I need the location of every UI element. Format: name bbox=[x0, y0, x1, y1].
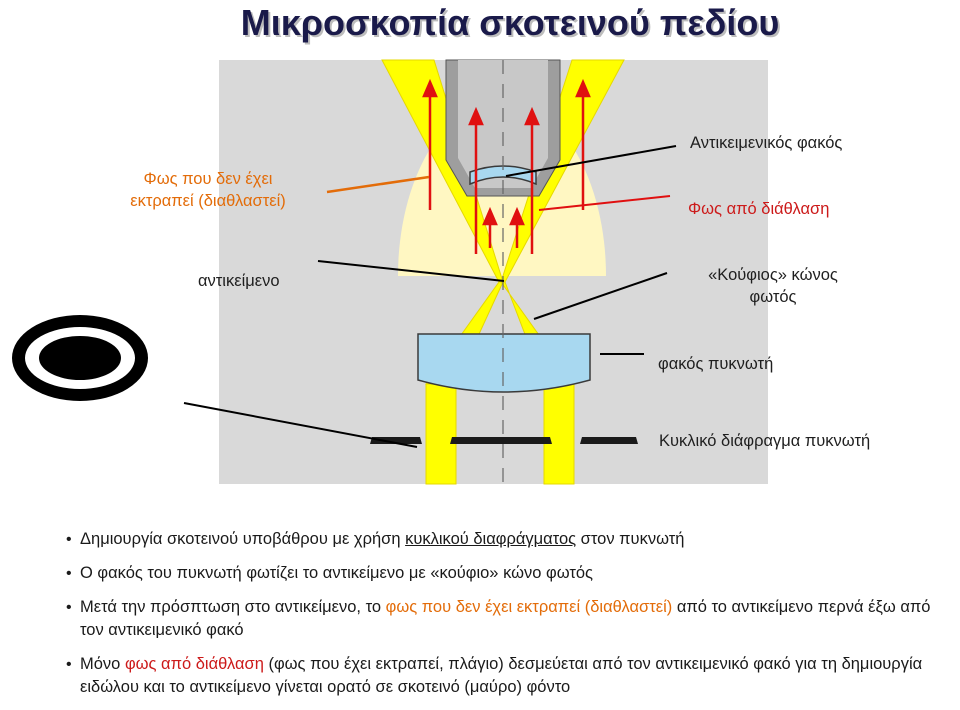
unscattered-light-arrows bbox=[422, 78, 591, 254]
leader-specimen bbox=[317, 260, 505, 282]
objective-lens bbox=[469, 165, 537, 186]
label-unscattered-light-line1: Φως που δεν έχει bbox=[143, 170, 273, 188]
label-condenser-lens: φακός πυκνωτή bbox=[658, 355, 774, 373]
label-hollow-cone-line1: «Κούφιος» κώνος bbox=[708, 266, 838, 284]
leader-objective bbox=[505, 145, 677, 177]
bullet-text-segment: Μετά την πρόσπτωση στο αντικείμενο, το bbox=[80, 598, 386, 616]
label-unscattered-light: Φως που δεν έχει εκτραπεί (διαθλαστεί) bbox=[103, 168, 313, 212]
bullet-text-segment: Ο φακός του πυκνωτή φωτίζει το αντικείμε… bbox=[80, 564, 594, 582]
bullet-text-segment: (φως που έχει εκτραπεί, πλάγιο) δεσμεύετ… bbox=[80, 655, 923, 696]
bullet-item: Μετά την πρόσπτωση στο αντικείμενο, το φ… bbox=[66, 596, 956, 642]
bullet-text-segment: από το αντικείμενο περνά έξω από τον αντ… bbox=[80, 598, 931, 639]
bullet-item: Ο φακός του πυκνωτή φωτίζει το αντικείμε… bbox=[66, 562, 956, 585]
bullet-item: Δημιουργία σκοτεινού υποβάθρου με χρήση … bbox=[66, 528, 956, 551]
label-leader-lines bbox=[183, 145, 677, 448]
leader-diffracted-light bbox=[538, 195, 671, 211]
light-beam-left-lower bbox=[425, 383, 457, 485]
objective-lens-housing bbox=[445, 59, 561, 197]
bullet-text-segment: στον πυκνωτή bbox=[576, 530, 685, 548]
leader-hollow-cone bbox=[533, 272, 668, 320]
bullet-item: Μόνο φως από διάθλαση (φως που έχει εκτρ… bbox=[66, 653, 956, 699]
diffracted-light-arrows bbox=[482, 206, 525, 248]
label-hollow-cone: «Κούφιος» κώνος φωτός bbox=[678, 264, 868, 308]
label-unscattered-light-line2: εκτραπεί (διαθλαστεί) bbox=[130, 192, 286, 210]
leader-unscattered-light bbox=[326, 175, 430, 194]
bullet-text-segment: Δημιουργία σκοτεινού υποβάθρου με χρήση bbox=[80, 530, 406, 548]
objective-inner-housing bbox=[458, 60, 548, 188]
label-hollow-cone-line2: φωτός bbox=[749, 288, 797, 306]
bullet-text-segment: φως από διάθλαση bbox=[124, 655, 264, 673]
condenser-lens bbox=[417, 333, 591, 393]
label-diffracted-light: Φως από διάθλαση bbox=[688, 200, 830, 218]
bullet-list: Δημιουργία σκοτεινού υποβάθρου με χρήση … bbox=[66, 528, 956, 710]
label-specimen: αντικείμενο bbox=[198, 272, 280, 290]
leader-condenser-stop bbox=[183, 402, 418, 448]
bullet-text-segment: κυκλικού διαφράγματος bbox=[405, 530, 577, 548]
dark-field-diagram bbox=[12, 59, 768, 485]
label-objective-lens: Αντικειμενικός φακός bbox=[690, 134, 843, 152]
light-beam-right-lower bbox=[543, 383, 575, 485]
label-condenser-stop: Κυκλικό διάφραγμα πυκνωτή bbox=[659, 432, 871, 450]
bullet-text-segment: Μόνο bbox=[80, 655, 125, 673]
condenser-annular-stop bbox=[370, 437, 638, 444]
annular-stop-top-view bbox=[12, 315, 148, 401]
bullet-text-segment: φως που δεν έχει εκτραπεί (διαθλαστεί) bbox=[385, 598, 673, 616]
page-title: Μικροσκοπία σκοτεινού πεδίου bbox=[240, 2, 780, 43]
